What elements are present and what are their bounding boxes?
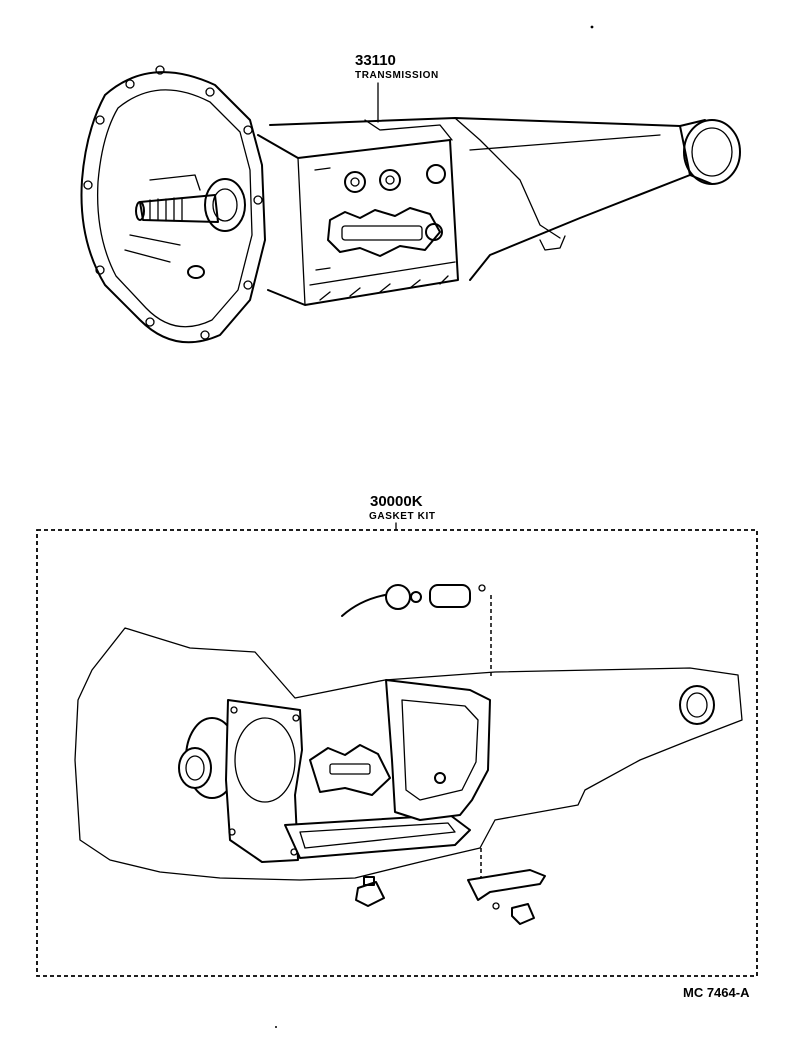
bell-housing-gasket [225, 699, 303, 863]
main-case-edge [297, 157, 306, 306]
bell-housing-bolt-hole [205, 87, 215, 97]
shift-shaft-right-hole [385, 175, 395, 185]
rear-extension-seal-inner [691, 127, 733, 177]
speedometer-small-seal [478, 584, 486, 592]
shift-shaft-left [344, 171, 366, 193]
transmission-assembly-illustration [80, 65, 741, 344]
rear-extension-neck [679, 119, 713, 185]
print-speck [590, 25, 594, 29]
side-cover-plate [327, 207, 441, 257]
main-case-outline [257, 134, 459, 306]
rear-oil-seal-inner [686, 692, 708, 718]
side-cover-plug [425, 223, 443, 241]
bell-housing-bolt-hole [155, 65, 165, 75]
gasket-kit-part-name: GASKET KIT [369, 511, 436, 522]
bell-housing-bolt-hole [253, 195, 263, 205]
tail-housing-outline [269, 117, 691, 281]
pan-bolt-row [319, 275, 449, 301]
shift-cover-band [364, 119, 453, 141]
bell-housing-outline [80, 71, 266, 344]
front-oil-seal [178, 747, 212, 789]
gasket-bolt-hole [228, 828, 236, 836]
front-oil-seal-inner [185, 755, 205, 781]
shift-lever-retainer [467, 869, 546, 901]
back-up-light-switch [511, 903, 535, 925]
release-fork-pivot [187, 265, 205, 279]
bell-housing-bolt-hole [200, 330, 210, 340]
case-rib-lines [314, 167, 331, 271]
rear-oil-seal [679, 685, 715, 725]
speedometer-sleeve [429, 584, 471, 608]
drain-plug-thread [363, 876, 375, 886]
gasket-bolt-hole [292, 714, 300, 722]
retainer-washer [492, 902, 500, 910]
mount-boss [539, 235, 566, 251]
extension-housing-gasket-inner [401, 699, 479, 801]
speedometer-o-ring [410, 591, 422, 603]
speedometer-driven-gear [385, 584, 411, 610]
speedometer-cable [341, 594, 386, 617]
bell-housing-gasket-opening [234, 717, 296, 803]
bearing-retainer [204, 178, 246, 232]
transmission-callout: 33110 TRANSMISSION [355, 52, 439, 123]
print-speck [275, 1026, 277, 1028]
oil-pan-lip [309, 261, 456, 286]
transmission-ghost-outline [74, 627, 743, 881]
input-shaft-tip [135, 201, 145, 221]
gasket-kit-illustration [74, 584, 743, 925]
gasket-kit-boundary [36, 529, 758, 977]
bearing-retainer-bore [212, 188, 238, 222]
transmission-part-number: 33110 [355, 52, 396, 69]
input-shaft [139, 194, 219, 223]
bell-housing-inner-rim [96, 89, 253, 328]
bell-housing-bolt-hole [83, 180, 93, 190]
bell-housing-bolt-hole [243, 280, 253, 290]
bell-housing-bolt-hole [95, 265, 105, 275]
bell-housing-bolt-hole [243, 125, 253, 135]
bell-housing-bolt-hole [125, 79, 135, 89]
gasket-bolt-hole [230, 706, 238, 714]
shift-shaft-right [379, 169, 401, 191]
figure-code: MC 7464-A [683, 985, 750, 1000]
oil-pan-gasket [284, 814, 471, 859]
side-cover-slot [341, 225, 423, 241]
tail-housing-rib [454, 117, 561, 239]
input-shaft-splines [149, 197, 183, 222]
bell-housing-internal-ribs [124, 174, 201, 263]
bell-housing-bolt-hole [145, 317, 155, 327]
extension-gasket-dowel [434, 772, 446, 784]
gasket-kit-part-number: 30000K [370, 493, 423, 510]
oil-pan-gasket-inner [299, 822, 456, 849]
tail-housing-ridge [469, 134, 661, 151]
bell-housing-bolt-hole [95, 115, 105, 125]
transmission-part-name: TRANSMISSION [355, 70, 439, 81]
side-cover-gasket-slot [329, 763, 371, 775]
shift-shaft-left-hole [350, 177, 360, 187]
side-cover-gasket [309, 744, 391, 796]
gasket-kit-callout: 30000K GASKET KIT [369, 493, 436, 531]
back-up-switch [426, 164, 446, 184]
